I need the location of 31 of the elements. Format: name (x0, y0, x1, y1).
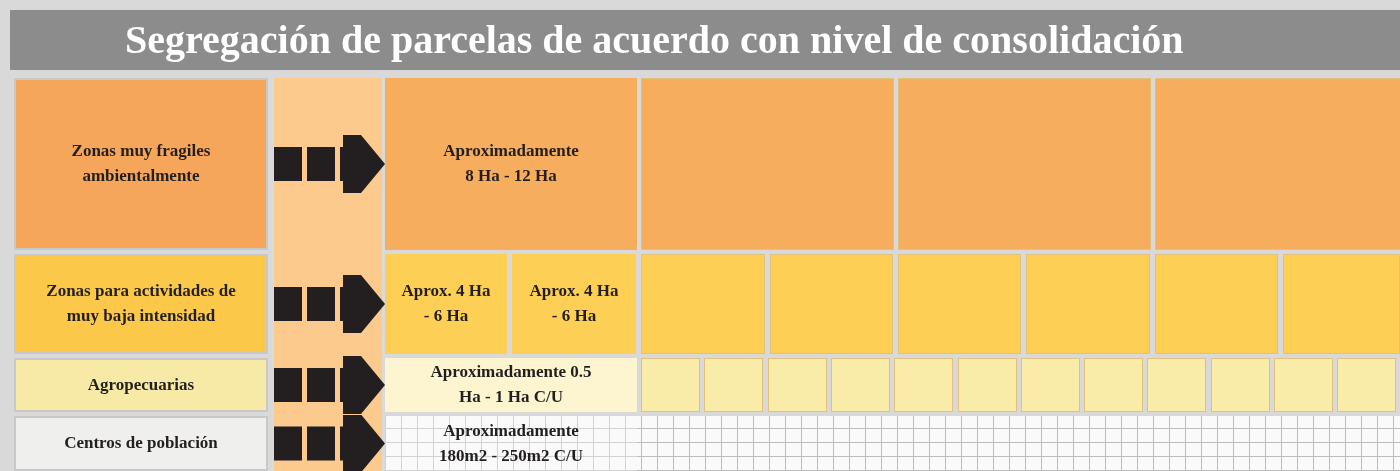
parcel-box (1210, 358, 1270, 412)
parcel-box (1337, 358, 1397, 412)
parcel-box (704, 358, 764, 412)
parcel-box (641, 254, 765, 354)
parcel-box (641, 78, 894, 250)
parcel-box: Aproximadamente 0.5 Ha - 1 Ha C/U (385, 358, 637, 412)
zone-box: Centros de población (14, 416, 268, 471)
parcel-box (894, 358, 954, 412)
zone-box: Zonas para actividades de muy baja intensidad (14, 254, 268, 354)
parcel-box (1283, 254, 1400, 354)
parcel-box (898, 78, 1151, 250)
parcel-box (770, 254, 893, 354)
parcel-box (1155, 254, 1278, 354)
parcel-box (1020, 358, 1080, 412)
parcel-box (1155, 78, 1400, 250)
parcel-box (1274, 358, 1333, 412)
parcel-box (767, 358, 827, 412)
parcel-box: Aproximadamente 8 Ha - 12 Ha (385, 78, 637, 250)
parcel-box (1147, 358, 1207, 412)
parcel-box (1084, 358, 1144, 412)
parcel-box (830, 358, 890, 412)
title-bar: Segregación de parcelas de acuerdo con nivel de consolidación (10, 10, 1400, 70)
parcel-box (898, 254, 1021, 354)
parcel-box (1026, 254, 1150, 354)
zone-box: Zonas muy fragiles ambientalmente (14, 78, 268, 250)
parcel-box: Aprox. 4 Ha - 6 Ha (385, 254, 507, 354)
parcel-box: Aproximadamente 180m2 - 250m2 C/U (385, 416, 637, 471)
parcel-box (957, 358, 1017, 412)
parcel-box (641, 358, 700, 412)
parcel-box: Aprox. 4 Ha - 6 Ha (512, 254, 636, 354)
zone-box: Agropecuarias (14, 358, 268, 412)
